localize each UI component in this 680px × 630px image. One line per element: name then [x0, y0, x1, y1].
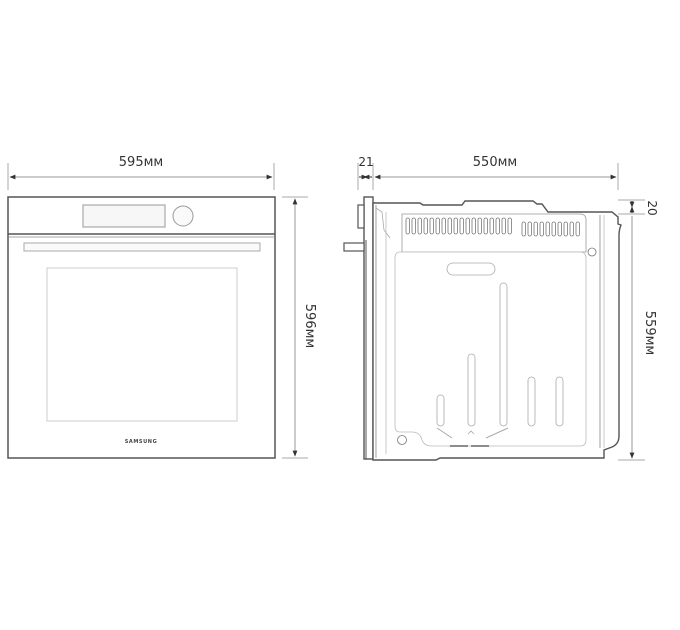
- display-panel: [82, 204, 166, 228]
- door-thickness-label: 21: [358, 155, 373, 169]
- top-offset-dimension: 20: [618, 199, 659, 216]
- depth-label: 550мм: [473, 155, 517, 170]
- mounting-hole-icon: [587, 247, 597, 257]
- vent-slots-right: [521, 221, 580, 237]
- front-width-label: 595мм: [119, 155, 163, 170]
- front-height-dimension: 596мм: [282, 196, 317, 459]
- brand-label: SAMSUNG: [125, 439, 158, 445]
- door-window: [46, 267, 238, 422]
- mounting-hole-icon: [397, 435, 407, 445]
- door-handle: [23, 242, 261, 252]
- vent-slots-left: [405, 217, 512, 235]
- body-height-label: 559мм: [642, 311, 657, 355]
- depth-dimension: 550мм: [374, 155, 619, 190]
- side-door: [363, 196, 374, 460]
- top-offset-label: 20: [645, 200, 659, 215]
- door-thickness-dimension: 21: [357, 155, 374, 190]
- side-handle: [343, 242, 365, 252]
- front-height-label: 596мм: [302, 304, 317, 348]
- side-view: 21 550мм: [343, 155, 659, 461]
- body-height-dimension: 559мм: [618, 216, 657, 461]
- front-width-dimension: 595мм: [7, 155, 275, 190]
- front-view: 595мм SAMSUNG 596мм: [7, 155, 317, 459]
- control-knob-icon: [172, 205, 194, 227]
